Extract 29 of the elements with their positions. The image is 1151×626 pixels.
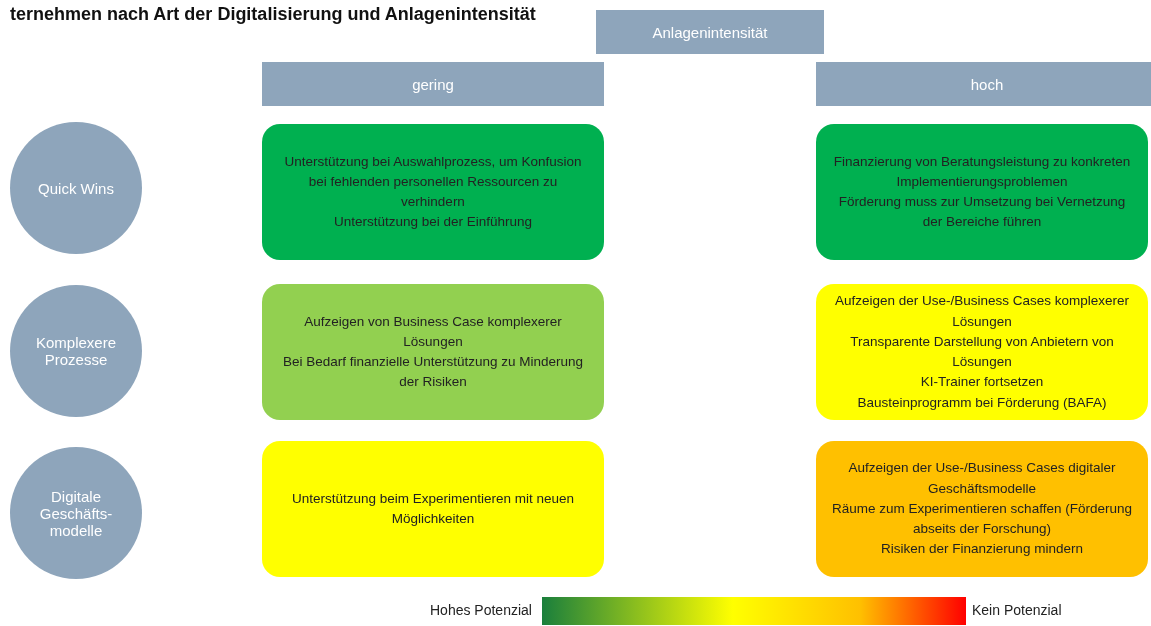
measure-text: KI-Trainer fortsetzen	[920, 373, 1044, 392]
measure-text: Unterstützung bei Auswahlprozess, um Konfusion bei fehlenden personellen Ressourcen zu verhindern	[283, 152, 583, 211]
measure-text: Aufzeigen der Use-/Business Cases digitaler Geschäftsmodelle	[847, 459, 1117, 498]
color-scale-bar	[542, 597, 966, 625]
measure-text: Räume zum Experimentieren schaffen (Förderung abseits der Forschung)	[831, 499, 1133, 539]
header-bar: gering	[262, 62, 604, 106]
measure-text: Bei Bedarf finanzielle Unterstützung zu Minderung der Risiken	[281, 353, 585, 392]
measure-text: Finanzierung von Beratungsleistung zu konkreten Implementierungsproblemen	[832, 152, 1132, 191]
measure-text: Aufzeigen der Use-/Business Cases komplexerer Lösungen	[833, 292, 1131, 331]
header-bar: Anlagenintensität	[596, 10, 824, 54]
measure-text: Risiken der Finanzierung mindern	[881, 540, 1083, 559]
row-circle: Quick Wins	[10, 122, 142, 254]
measure-text: Förderung muss zur Umsetzung bei Vernetzung der Bereiche führen	[837, 193, 1127, 232]
measure-text: Bausteinprogramm bei Förderung (BAFA)	[857, 393, 1107, 412]
title: ternehmen nach Art der Digitalisierung und Anlagenintensität	[10, 4, 536, 25]
scale-label: Hohes Potenzial	[430, 602, 532, 618]
measure-card: Unterstützung beim Experimentieren mit neuen Möglichkeiten	[262, 441, 604, 577]
measure-text: Transparente Darstellung von Anbietern von Lösungen	[849, 332, 1115, 371]
header-bar: hoch	[816, 62, 1151, 106]
row-circle: Komplexere Prozesse	[10, 285, 142, 417]
measure-text: Unterstützung bei der Einführung	[333, 213, 533, 232]
scale-label: Kein Potenzial	[972, 602, 1062, 618]
measure-card	[262, 284, 604, 420]
row-circle: Digitale Geschäfts-modelle	[10, 447, 142, 579]
measure-card	[262, 124, 604, 260]
measure-card	[816, 441, 1148, 577]
measure-card	[816, 284, 1148, 420]
measure-card	[816, 124, 1148, 260]
measure-text: Aufzeigen von Business Case komplexerer Lösungen	[303, 312, 563, 351]
